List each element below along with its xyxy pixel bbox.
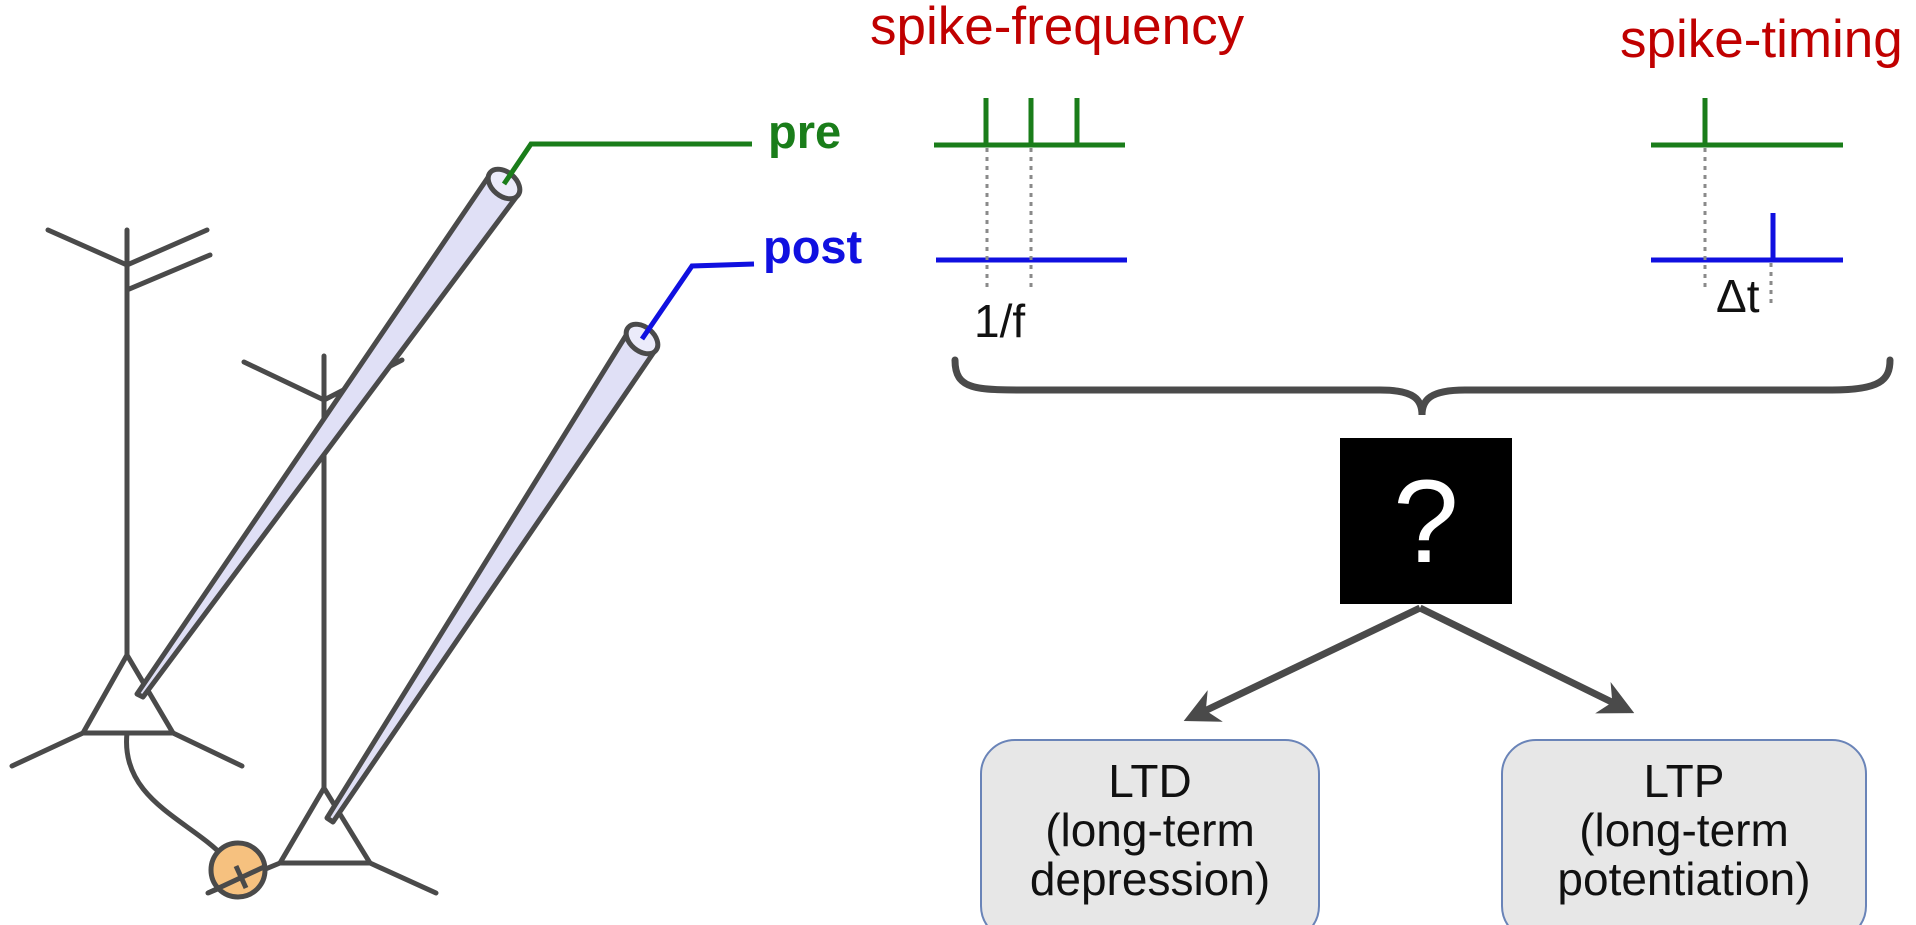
ltp-line-2: (long-term: [1579, 804, 1789, 856]
ltd-outcome-box: LTD (long-term depression): [980, 739, 1320, 925]
pre-label: pre: [768, 105, 841, 158]
frequency-interval-label: 1/f: [974, 295, 1025, 347]
timing-post-train: [1651, 213, 1843, 263]
timing-interval-label: Δt: [1716, 270, 1760, 322]
presynaptic-neuron: [9, 227, 245, 861]
timing-pre-train: [1651, 98, 1843, 148]
frequency-pre-train: [934, 98, 1125, 148]
spike-frequency-title: spike-frequency: [870, 0, 1245, 56]
ltp-line-3: potentiation): [1557, 853, 1810, 905]
grouping-brace: [951, 356, 1894, 416]
synapse: [206, 840, 268, 900]
pre-pipette: [134, 141, 752, 700]
ltp-title: LTP: [1644, 755, 1725, 807]
ltd-line-2: (long-term: [1045, 804, 1255, 856]
ltp-outcome-box: LTP (long-term potentiation): [1501, 739, 1867, 925]
ltd-title: LTD: [1108, 755, 1192, 807]
unknown-rule-symbol: ?: [1393, 456, 1459, 588]
spike-timing-title: spike-timing: [1620, 10, 1903, 69]
ltd-line-3: depression): [1030, 853, 1270, 905]
unknown-rule-box: [1340, 438, 1512, 604]
arrow-to-ltp: [1418, 604, 1635, 714]
post-label: post: [763, 220, 863, 273]
arrow-to-ltd: [1183, 604, 1422, 722]
post-pipette: [324, 261, 755, 825]
